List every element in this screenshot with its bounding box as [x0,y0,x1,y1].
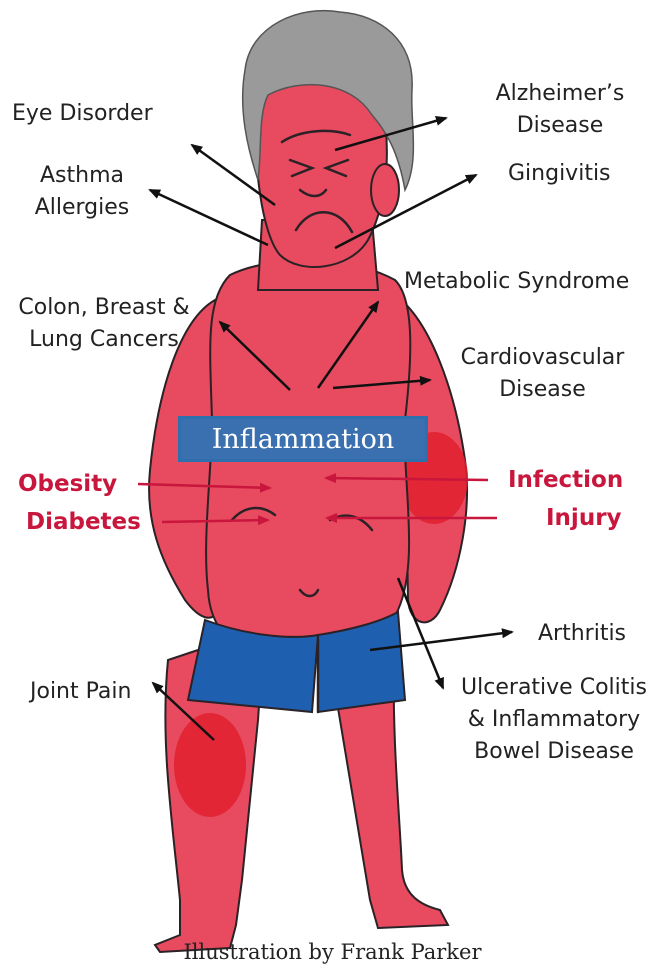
label-alzheimers-line2: Disease [475,110,645,142]
label-eye-disorder: Eye Disorder [12,98,153,130]
label-colitis-line2: & Inflammatory [448,704,660,736]
label-cardiovascular: Cardiovascular Disease [440,342,645,406]
label-cardio-line2: Disease [440,374,645,406]
label-gingivitis: Gingivitis [508,158,611,190]
banner-label: Inflammation [212,424,395,455]
right-ear [371,164,399,216]
illustration-credit: Illustration by Frank Parker [0,940,665,964]
label-cancers-line1: Colon, Breast & [4,292,204,324]
label-obesity: Obesity [18,468,117,500]
label-metabolic-syndrome: Metabolic Syndrome [404,266,629,298]
label-cancers: Colon, Breast & Lung Cancers [4,292,204,356]
label-injury: Injury [546,502,622,534]
label-allergies: Allergies [22,192,142,224]
label-infection: Infection [508,464,623,496]
label-alzheimers-line1: Alzheimer’s [475,78,645,110]
label-arthritis: Arthritis [538,618,626,650]
label-cancers-line2: Lung Cancers [4,324,204,356]
inflammation-banner: Inflammation [178,416,428,462]
knee-inflamed-spot [174,713,246,817]
label-asthma-allergies: Asthma Allergies [22,160,142,224]
label-joint-pain: Joint Pain [30,676,131,708]
label-alzheimers: Alzheimer’s Disease [475,78,645,142]
label-asthma: Asthma [22,160,142,192]
label-cardio-line1: Cardiovascular [440,342,645,374]
label-diabetes: Diabetes [26,506,141,538]
label-colitis-line3: Bowel Disease [448,736,660,768]
label-colitis: Ulcerative Colitis & Inflammatory Bowel … [448,672,660,768]
label-colitis-line1: Ulcerative Colitis [448,672,660,704]
